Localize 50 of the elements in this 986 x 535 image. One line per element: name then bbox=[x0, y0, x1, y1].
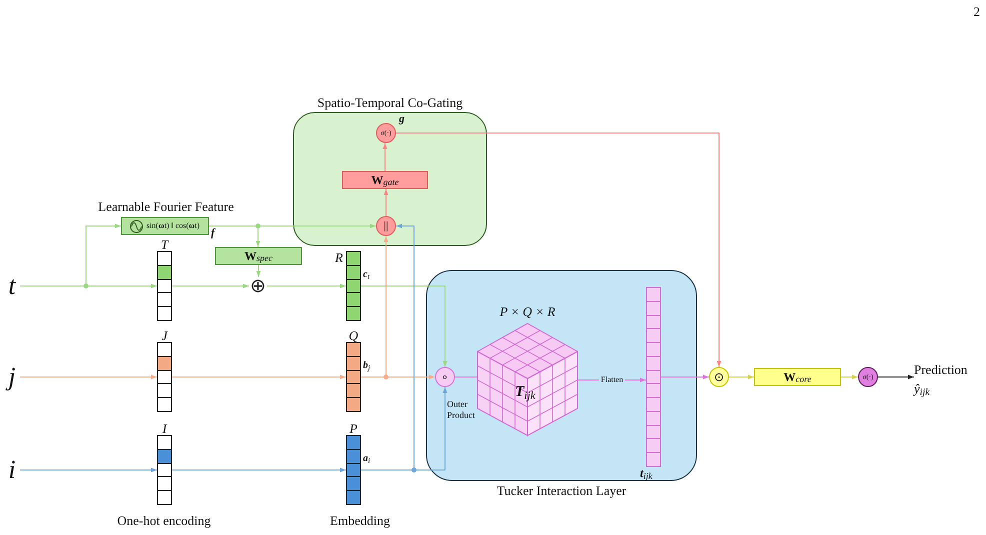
page-number: 2 bbox=[972, 4, 980, 19]
symbol-label: a$_{i}$ bbox=[363, 454, 370, 464]
arrow bbox=[660, 374, 710, 380]
symbol-label: f bbox=[211, 228, 215, 239]
arrow bbox=[172, 284, 250, 288]
connector-line bbox=[454, 376, 478, 378]
arrow bbox=[384, 188, 388, 216]
sum-symbol: ⊕ bbox=[249, 277, 267, 295]
arrow bbox=[172, 468, 346, 472]
arrow bbox=[172, 374, 346, 380]
dimension-label: P × Q × R bbox=[498, 305, 556, 319]
arrow bbox=[256, 264, 261, 278]
fourier-feature-box bbox=[121, 217, 209, 235]
weight-box: W$_{core}$ bbox=[754, 368, 841, 386]
weight-box: W$_{gate}$ bbox=[342, 171, 428, 189]
arrow bbox=[266, 284, 346, 288]
arrow bbox=[20, 374, 158, 380]
output-symbol: ŷ$_{ijk}$ bbox=[914, 381, 930, 396]
arrow bbox=[728, 374, 754, 380]
block-title: Learnable Fourier Feature bbox=[97, 200, 235, 213]
tensor-label: T$_{ijk}$ bbox=[515, 384, 536, 400]
arrow bbox=[878, 374, 914, 380]
edge-label: Flatten bbox=[598, 375, 626, 385]
input-variable: j bbox=[4, 363, 20, 391]
input-variable: t bbox=[4, 272, 20, 300]
dimension-label: P bbox=[348, 422, 358, 435]
operation-label: Outer Product bbox=[447, 399, 476, 421]
hadamard-node: ⊙ bbox=[709, 367, 729, 387]
symbol-label: b$_{j}$ bbox=[363, 361, 370, 371]
dimension-label: T bbox=[160, 238, 170, 251]
arrow bbox=[382, 142, 388, 172]
dimension-label: Q bbox=[348, 329, 360, 342]
dimension-label: J bbox=[160, 329, 169, 342]
symbol-label: t$_{ijk}$ bbox=[640, 467, 652, 479]
section-label: One-hot encoding bbox=[116, 513, 212, 528]
arrow bbox=[20, 468, 158, 472]
panel-title: Spatio-Temporal Co-Gating bbox=[316, 95, 464, 110]
arrow bbox=[396, 132, 722, 368]
input-variable: i bbox=[4, 456, 20, 484]
symbol-label: c$_{t}$ bbox=[363, 270, 370, 280]
dimension-label: R bbox=[335, 251, 344, 264]
panel-title: Tucker Interaction Layer bbox=[496, 483, 628, 498]
section-label: Embedding bbox=[329, 513, 391, 528]
weight-box: W$_{spec}$ bbox=[215, 247, 302, 265]
symbol-label: g bbox=[399, 114, 404, 125]
arrow bbox=[840, 374, 858, 380]
output-label: Prediction bbox=[914, 362, 968, 377]
formula-text: sin(ωt) ‖ cos(ωt) bbox=[146, 222, 200, 230]
arrow bbox=[360, 286, 448, 368]
dimension-label: I bbox=[161, 422, 168, 435]
